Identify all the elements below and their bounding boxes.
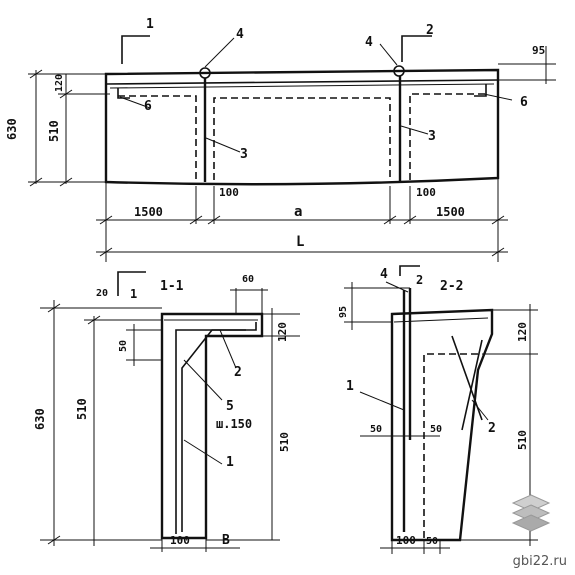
dim-120-front: 120 [54,74,65,92]
beam-outline [104,68,500,186]
dim-100-left: 100 [219,186,239,199]
dim-510-sec1: 510 [75,398,89,420]
callout-1-sec2: 1 [346,379,354,394]
dim-95-front: 95 [532,44,545,57]
inner-contour-middle [213,97,391,180]
cut-label-1: 1 [146,17,154,32]
leader-3-left [205,137,241,153]
section-2-2-inner-contour [423,353,482,538]
lifting-loop-left [199,67,211,79]
dim-50-sec1: 50 [118,340,129,352]
dim-120-sec1: 120 [276,322,289,342]
leader-6-right [483,93,513,101]
dim-60-sec1: 60 [242,274,254,285]
dim-630-front: 630 [5,118,19,140]
inner-contour-left [118,95,197,180]
dim-a: a [294,204,302,220]
dim-L: L [296,234,304,250]
callout-3-left: 3 [240,147,248,162]
dim-630-sec1: 630 [33,408,47,430]
cut-label-sec2: 2 [416,273,423,287]
leader-4-left [204,37,235,68]
leader-3-right [400,125,429,135]
cut-mark-2 [401,35,432,62]
top-flange-line [105,79,499,85]
callout-6-right: 6 [520,95,528,110]
callout-5: 5 [226,399,234,414]
cut-mark-sec1 [117,271,146,296]
site-logo-icon [511,494,551,532]
end-plate-right [474,84,487,97]
end-plate-left [117,88,130,99]
callout-4-sec2: 4 [380,267,388,282]
callout-4-left: 4 [236,27,244,42]
dim-B: B [222,533,230,548]
dim-510-sec2: 510 [516,430,529,450]
dim-20-sec1: 20 [96,288,108,299]
callout-2-sec2: 2 [488,421,496,436]
dim-50-sec2-right: 50 [430,424,442,435]
dim-1500-right: 1500 [436,205,465,219]
dim-510-front: 510 [47,120,61,142]
dim-100-sec2: 100 [396,534,416,547]
top-rebar-line [109,83,495,89]
inner-contour-right [409,93,488,180]
front-elevation: 1 2 4 4 6 6 3 3 630 510 120 95 [5,17,556,262]
cut-label-2: 2 [426,23,434,38]
section-title-1-1: 1-1 [160,279,184,294]
cut-mark-1 [121,35,150,64]
dim-50-sec2-left: 50 [370,424,382,435]
stirrup-pitch: ш.150 [216,417,252,431]
section-1-1: 2 5 ш.150 1 1 1-1 630 510 20 50 120 510 [33,271,300,552]
bar-5 [175,329,246,534]
dim-95-sec2: 95 [338,306,349,318]
callout-1-sec1: 1 [226,455,234,470]
dim-50-sec2-bottom: 50 [426,536,438,547]
lifting-loop-right [393,65,405,77]
dim-120-sec2: 120 [516,322,529,342]
section-title-2-2: 2-2 [440,279,463,294]
watermark-text: gbi22.ru [512,554,567,569]
dim-1500-left: 1500 [134,205,163,219]
callout-2-sec1: 2 [234,365,242,380]
dim-100-right: 100 [416,186,436,199]
dim-510-sec1-right: 510 [278,432,291,452]
callout-6-left: 6 [144,99,152,114]
leader-4-right [379,43,398,66]
leader-6-left [119,96,151,109]
dim-100-sec1: 100 [170,534,190,547]
callout-3-right: 3 [428,129,436,144]
cut-label-sec1: 1 [130,287,137,301]
bar-1-section-1 [181,322,257,532]
cut-mark-sec2 [399,265,420,276]
section-2-2: 2 2-2 4 1 2 50 50 95 120 510 100 50 [338,265,538,554]
callout-4-right: 4 [365,35,373,50]
